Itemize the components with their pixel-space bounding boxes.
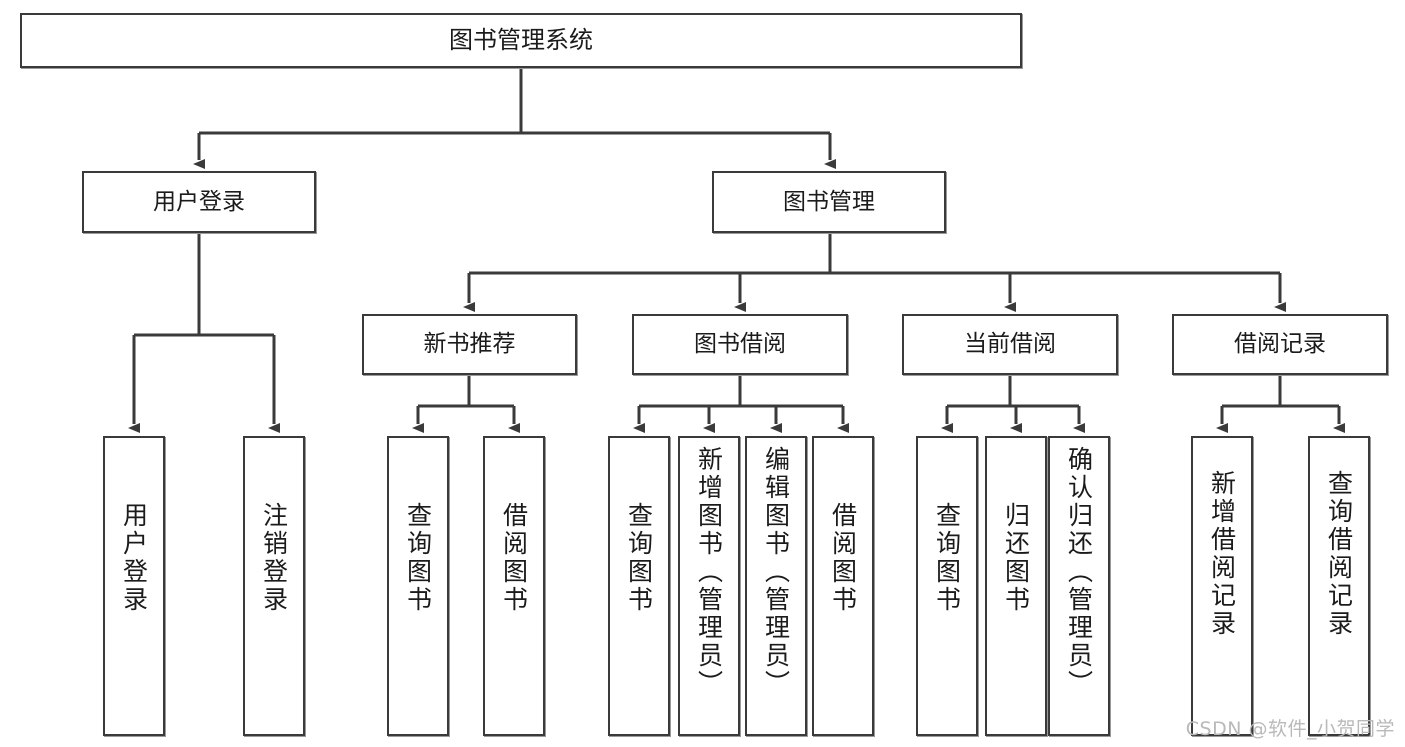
node-leaf-return-book-label: 归还图书 bbox=[1001, 502, 1031, 614]
node-borrow-record[interactable]: 借阅记录 bbox=[1172, 314, 1388, 375]
node-leaf-user-login[interactable]: 用户登录 bbox=[103, 436, 165, 736]
node-leaf-add-book-label: 新增图书（管理员） bbox=[694, 446, 724, 698]
node-borrow-record-label: 借阅记录 bbox=[1234, 331, 1326, 358]
node-leaf-add-borrow-record-label: 新增借阅记录 bbox=[1207, 470, 1237, 638]
node-book-borrow-label: 图书借阅 bbox=[694, 331, 786, 358]
node-leaf-query-borrow-record-label: 查询借阅记录 bbox=[1324, 470, 1354, 638]
node-leaf-query-book-2[interactable]: 查询图书 bbox=[608, 436, 670, 736]
node-new-book-recommend-label: 新书推荐 bbox=[423, 331, 516, 358]
node-book-management[interactable]: 图书管理 bbox=[712, 171, 946, 233]
node-leaf-query-book-3-label: 查询图书 bbox=[932, 502, 962, 614]
node-leaf-confirm-return[interactable]: 确认归还（管理员） bbox=[1048, 436, 1110, 736]
node-leaf-logout-login[interactable]: 注销登录 bbox=[243, 436, 305, 736]
node-leaf-query-book-3[interactable]: 查询图书 bbox=[916, 436, 978, 736]
node-leaf-query-borrow-record[interactable]: 查询借阅记录 bbox=[1308, 436, 1370, 736]
node-book-borrow[interactable]: 图书借阅 bbox=[632, 314, 848, 375]
node-leaf-borrow-book-1-label: 借阅图书 bbox=[499, 502, 529, 614]
node-leaf-user-login-label: 用户登录 bbox=[119, 502, 149, 614]
node-leaf-return-book[interactable]: 归还图书 bbox=[985, 436, 1047, 736]
node-leaf-confirm-return-label: 确认归还（管理员） bbox=[1064, 446, 1094, 698]
node-new-book-recommend[interactable]: 新书推荐 bbox=[362, 314, 577, 375]
node-leaf-query-book-1-label: 查询图书 bbox=[403, 502, 433, 614]
node-leaf-query-book-1[interactable]: 查询图书 bbox=[387, 436, 449, 736]
node-leaf-borrow-book-2-label: 借阅图书 bbox=[828, 502, 858, 614]
node-root-label: 图书管理系统 bbox=[449, 25, 593, 54]
node-leaf-borrow-book-1[interactable]: 借阅图书 bbox=[483, 436, 545, 736]
watermark: CSDN @软件_小贺同学 bbox=[1185, 718, 1395, 740]
node-leaf-logout-login-label: 注销登录 bbox=[259, 502, 289, 614]
node-book-management-label: 图书管理 bbox=[783, 188, 875, 215]
node-user-login[interactable]: 用户登录 bbox=[82, 171, 316, 233]
node-leaf-edit-book[interactable]: 编辑图书（管理员） bbox=[745, 436, 807, 736]
node-leaf-borrow-book-2[interactable]: 借阅图书 bbox=[812, 436, 874, 736]
node-current-borrow[interactable]: 当前借阅 bbox=[902, 314, 1118, 375]
node-leaf-add-book[interactable]: 新增图书（管理员） bbox=[678, 436, 740, 736]
node-leaf-edit-book-label: 编辑图书（管理员） bbox=[761, 446, 791, 698]
node-leaf-add-borrow-record[interactable]: 新增借阅记录 bbox=[1191, 436, 1253, 736]
node-current-borrow-label: 当前借阅 bbox=[964, 331, 1056, 358]
node-root[interactable]: 图书管理系统 bbox=[20, 13, 1022, 68]
node-user-login-label: 用户登录 bbox=[153, 188, 245, 215]
node-leaf-query-book-2-label: 查询图书 bbox=[624, 502, 654, 614]
